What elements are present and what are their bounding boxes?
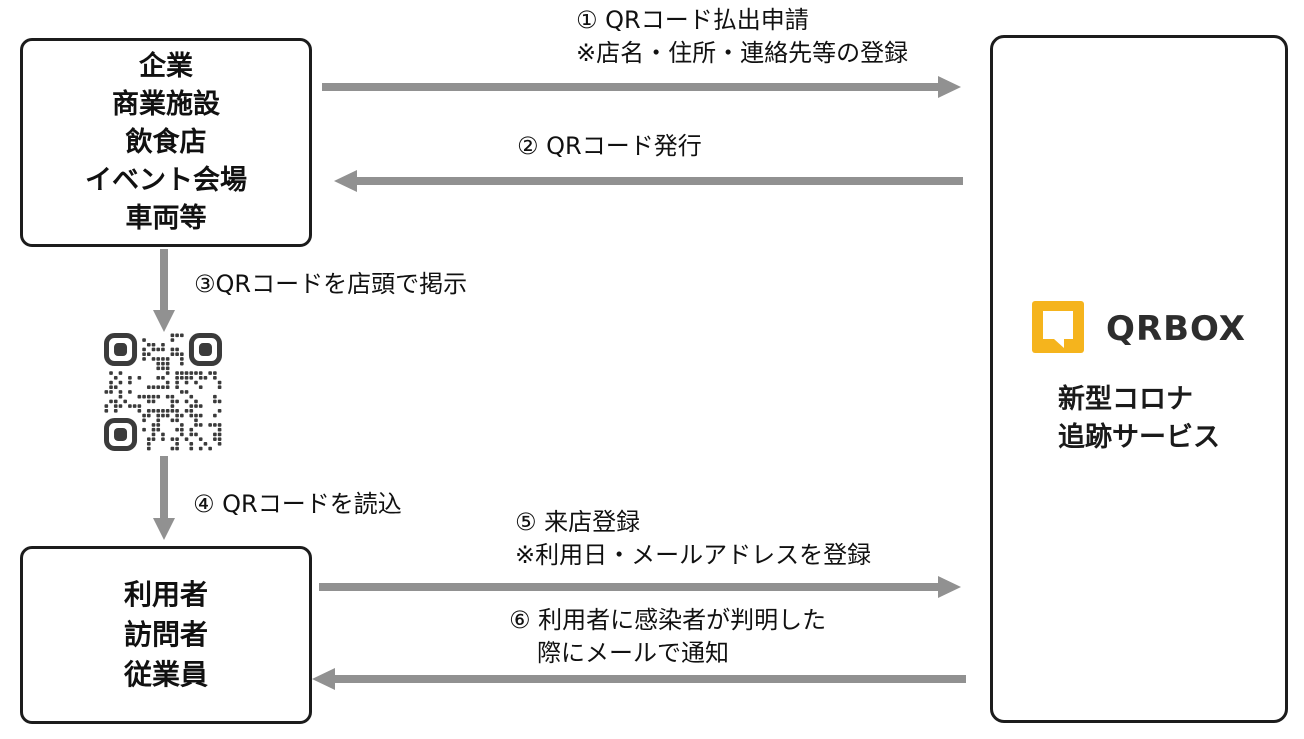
qrbox-logo-row: QRBOX <box>1032 301 1246 357</box>
service-name: 新型コロナ 追跡サービス <box>1058 381 1220 457</box>
arrow-step4-head <box>153 518 175 540</box>
qrbox-service-box: QRBOX 新型コロナ 追跡サービス <box>990 35 1288 723</box>
arrow-step6-head <box>312 668 335 690</box>
step1-label: ① QRコード払出申請 ※店名・住所・連絡先等の登録 <box>576 4 908 70</box>
qrbox-logo-text: QRBOX <box>1106 309 1246 349</box>
step3-label-line1: ③QRコードを店頭で掲示 <box>194 270 468 298</box>
arrow-step5-head <box>938 576 961 598</box>
users-line: 従業員 <box>123 658 208 691</box>
step6-label-line2: 際にメールで通知 <box>537 639 729 667</box>
organizations-line: 商業施設 <box>112 88 220 120</box>
step2-label-line1: ② QRコード発行 <box>517 132 702 160</box>
organizations-line: 車両等 <box>125 202 207 234</box>
organizations-box: 企業 商業施設 飲食店 イベント会場 車両等 <box>20 38 312 247</box>
service-name-line: 新型コロナ <box>1058 384 1193 415</box>
step2-label: ② QRコード発行 <box>517 130 702 163</box>
organizations-line: 企業 <box>139 50 193 82</box>
organizations-line: イベント会場 <box>85 164 247 196</box>
arrow-step1-shaft <box>322 83 940 91</box>
step3-label: ③QRコードを店頭で掲示 <box>194 268 467 301</box>
step1-label-line2: ※店名・住所・連絡先等の登録 <box>576 39 909 67</box>
step5-label: ⑤ 来店登録 ※利用日・メールアドレスを登録 <box>515 506 871 572</box>
arrow-step6-shaft <box>335 675 966 683</box>
qr-code-image <box>104 333 222 451</box>
step4-label-line1: ④ QRコードを読込 <box>193 490 402 518</box>
arrow-step3-head <box>153 310 175 332</box>
step6-label: ⑥ 利用者に感染者が判明した 際にメールで通知 <box>509 604 826 670</box>
step1-label-line1: ① QRコード払出申請 <box>576 6 809 34</box>
arrow-step4-shaft <box>160 456 168 518</box>
step4-label: ④ QRコードを読込 <box>193 488 402 521</box>
qrbox-logo-icon <box>1032 301 1085 357</box>
step5-label-line2: ※利用日・メールアドレスを登録 <box>515 541 872 569</box>
arrow-step2-head <box>334 170 357 192</box>
step6-label-line1: ⑥ 利用者に感染者が判明した <box>509 606 827 634</box>
arrow-step1-head <box>938 76 961 98</box>
arrow-step2-shaft <box>357 177 963 185</box>
arrow-step5-shaft <box>319 583 939 591</box>
step5-label-line1: ⑤ 来店登録 <box>515 508 641 536</box>
users-line: 訪問者 <box>123 618 208 651</box>
organizations-line: 飲食店 <box>125 126 207 158</box>
arrow-step3-shaft <box>160 249 168 310</box>
users-line: 利用者 <box>123 578 208 611</box>
users-box: 利用者 訪問者 従業員 <box>20 546 312 724</box>
service-name-line: 追跡サービス <box>1058 422 1220 453</box>
